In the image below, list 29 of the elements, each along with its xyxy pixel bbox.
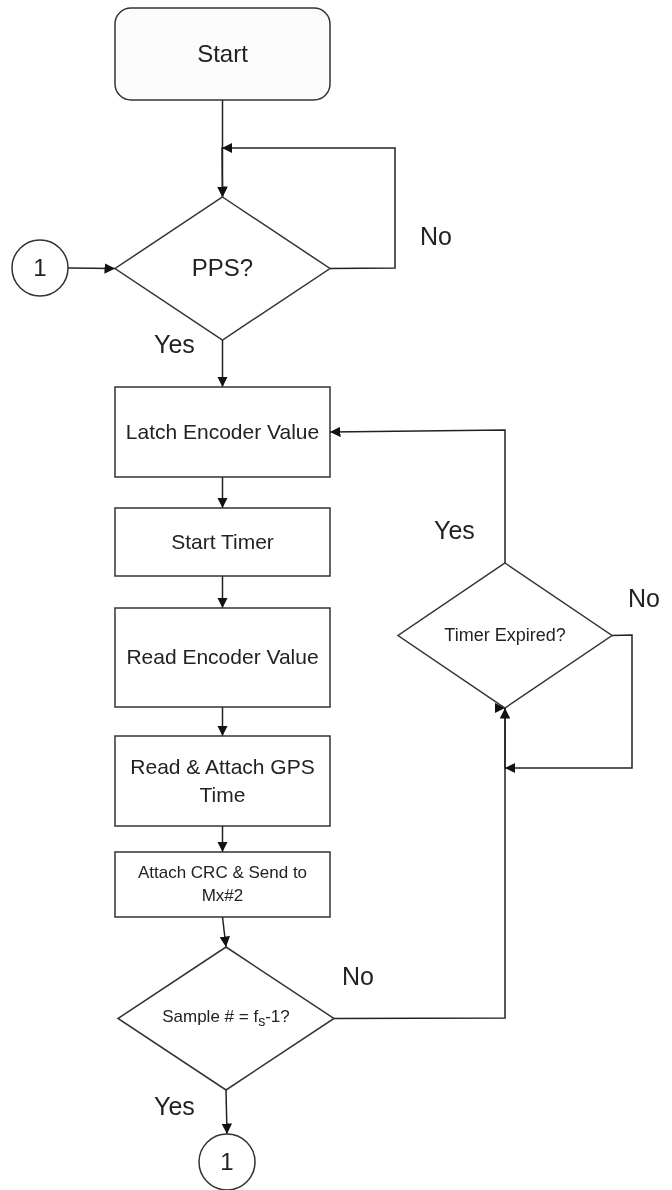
arrow — [217, 706, 228, 737]
arrow — [499, 634, 633, 769]
node-label: Read Encoder Value — [126, 644, 319, 671]
process-box — [115, 852, 330, 917]
arrow — [217, 825, 228, 853]
node-label: PPS? — [191, 253, 254, 284]
process-box — [115, 608, 330, 707]
node-label: Attach CRC & Send to Mx#2 — [136, 861, 309, 907]
node-label: 1 — [33, 252, 47, 283]
node-label: Timer Expired? — [444, 624, 566, 648]
arrow — [221, 1089, 232, 1135]
arrow — [217, 476, 228, 509]
arrow — [217, 339, 228, 388]
process-box — [115, 508, 330, 576]
node-label: Start Timer — [171, 528, 274, 555]
node-label: Latch Encoder Value — [125, 418, 320, 445]
arrow — [217, 147, 396, 270]
node-label: Start — [197, 38, 248, 69]
process-box — [115, 736, 330, 826]
node-label: 1 — [220, 1146, 234, 1177]
node-label: Read & Attach GPS Time — [129, 753, 316, 808]
terminator-box — [115, 8, 330, 100]
connector-circle — [12, 240, 68, 296]
arrow — [217, 575, 228, 609]
decision-diamond — [118, 947, 334, 1090]
decision-diamond — [398, 563, 612, 708]
process-box — [115, 387, 330, 477]
node-label: Sample # = f$_{s}$-1? — [162, 1005, 290, 1032]
arrow — [219, 916, 230, 948]
